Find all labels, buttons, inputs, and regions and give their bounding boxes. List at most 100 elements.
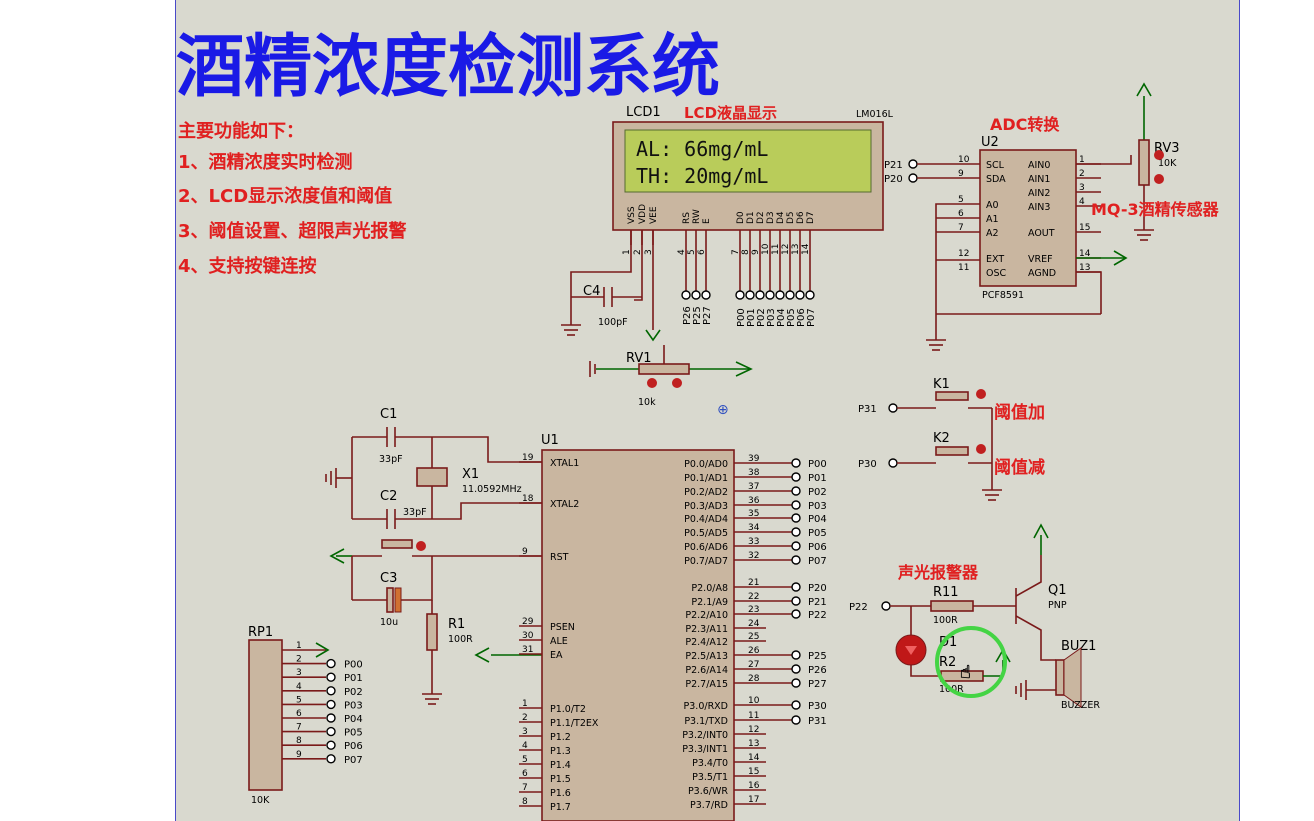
rp1-terminal[interactable] (326, 754, 336, 764)
mcu-net-terminal[interactable] (791, 650, 801, 660)
mcu-pin-number: 11 (748, 711, 759, 721)
lcd-ctrl-terminal[interactable] (681, 290, 691, 300)
mcu-net-label: P05 (808, 528, 827, 539)
lcd-pin-number: 13 (791, 244, 801, 255)
mcu-net-terminal[interactable] (791, 458, 801, 468)
mcu-net-terminal[interactable] (791, 472, 801, 482)
rp1-terminal[interactable] (326, 726, 336, 737)
c3-ref: C3 (380, 571, 397, 586)
lcd-data-terminal[interactable] (735, 290, 745, 300)
mcu-pin-number: 37 (748, 482, 759, 492)
oscillator-circuit[interactable]: C1 33pF C2 33pF X1 11.0592MHz (325, 407, 542, 529)
adc-model: PCF8591 (982, 290, 1024, 301)
page-title: 酒精浓度检测系统 (176, 28, 720, 107)
lcd-pin-label: D7 (806, 211, 816, 224)
mcu-pin-label: P3.2/INT0 (682, 730, 728, 741)
rp1-terminal[interactable] (326, 672, 336, 682)
rp1-terminal[interactable] (326, 740, 336, 750)
rp1-pin-number: 6 (296, 709, 302, 719)
rp1-pin-number: 5 (296, 695, 302, 705)
adc-net-p20: P20 (884, 174, 903, 185)
mcu-net-terminal[interactable] (791, 555, 801, 565)
rv1-potentiometer[interactable]: RV1 10k (589, 345, 753, 408)
mcu-net-terminal[interactable] (791, 609, 801, 619)
adc-note: ADC转换 (990, 115, 1060, 134)
rp1-terminal[interactable] (326, 686, 336, 696)
lcd-ctrl-terminal[interactable] (701, 290, 711, 300)
sensor-note: MQ-3酒精传感器 (1091, 200, 1220, 219)
mcu-net-terminal[interactable] (791, 664, 801, 674)
mcu-pin-label: P3.0/RXD (684, 701, 728, 712)
mcu-pin-number: 19 (522, 453, 534, 463)
r2-ref: R2 (939, 655, 956, 670)
lcd-pin-label: D1 (746, 211, 756, 224)
lcd-data-terminal[interactable] (795, 290, 805, 300)
mcu-pin-label: P1.4 (550, 760, 571, 771)
alarm-note: 声光报警器 (897, 563, 979, 582)
mcu-net-terminal[interactable] (791, 715, 801, 725)
feature-item-2: 2、LCD显示浓度值和阈值 (178, 185, 392, 207)
schematic-canvas[interactable]: 酒精浓度检测系统 主要功能如下： 1、酒精浓度实时检测 2、LCD显示浓度值和阈… (175, 0, 1240, 821)
lcd-data-terminal[interactable] (745, 290, 755, 300)
mcu-net-terminal[interactable] (791, 596, 801, 606)
lcd-pin-label: D5 (786, 211, 796, 224)
adc-pin-number: 4 (1079, 197, 1085, 207)
lcd-data-terminal[interactable] (765, 290, 775, 300)
adc-pin-label: AIN3 (1028, 202, 1050, 213)
lcd-pin-number: 10 (761, 243, 771, 255)
lcd-model: LM016L (856, 109, 894, 120)
rp1-terminal[interactable] (326, 658, 336, 669)
q1-ref: Q1 (1048, 583, 1067, 598)
lcd-data-terminal[interactable] (775, 290, 785, 300)
mcu-pin-number: 31 (522, 645, 533, 655)
lcd-data-terminal[interactable] (785, 290, 795, 300)
adc-pin-label: A2 (986, 228, 999, 239)
button-k2[interactable]: K2 P30 阈值减 (858, 431, 1045, 478)
schematic-drawing: 酒精浓度检测系统 主要功能如下： 1、酒精浓度实时检测 2、LCD显示浓度值和阈… (176, 28, 1220, 821)
adc-pin-label: SCL (986, 160, 1005, 171)
rp1-net: P07 (344, 755, 363, 766)
rp1-value: 10K (251, 795, 270, 806)
mcu-net-terminal[interactable] (791, 582, 801, 592)
mcu-pin-number: 3 (522, 727, 528, 737)
mcu-pin-label: P0.0/AD0 (684, 459, 728, 470)
lcd-pin-label: D6 (796, 211, 806, 224)
reset-circuit[interactable]: C3 10u R1 100R (329, 539, 542, 705)
mcu-net-terminal[interactable] (791, 500, 801, 510)
mq3-sensor-rv3[interactable]: RV3 10K MQ-3酒精传感器 (1091, 82, 1220, 241)
rp1-pin-number: 1 (296, 641, 302, 651)
button-k1[interactable]: K1 P31 阈值加 (858, 377, 1045, 423)
lcd-pin-label: D3 (766, 211, 776, 224)
mcu-net-terminal[interactable] (791, 678, 801, 688)
mcu-net-terminal[interactable] (791, 527, 801, 537)
lcd-ctrl-terminal[interactable] (691, 290, 701, 300)
rp1-net: P05 (344, 728, 363, 739)
left-blank-area (0, 0, 175, 821)
mcu-pin-number: 26 (748, 646, 760, 656)
mcu-net-label: P07 (808, 556, 827, 567)
mcu-net-terminal[interactable] (791, 486, 801, 496)
adc-pin-number: 14 (1079, 249, 1091, 259)
mcu-net-terminal[interactable] (791, 541, 801, 551)
rp1-terminal[interactable] (326, 713, 336, 723)
lcd-data-terminal[interactable] (805, 290, 815, 300)
mcu-net-terminal[interactable] (791, 513, 801, 523)
lcd-module[interactable]: LCD1 LCD液晶显示 LM016L AL: 66mg/mL TH: 20mg… (612, 104, 894, 327)
lcd-pin-number: 1 (622, 249, 632, 255)
mcu-pin-number: 18 (522, 494, 534, 504)
lcd-data-terminal[interactable] (755, 290, 765, 300)
k2-ref: K2 (933, 431, 950, 446)
rp1-pin-number: 7 (296, 723, 302, 733)
mcu-pin-label: P0.5/AD5 (684, 528, 728, 539)
mcu-pin-number: 7 (522, 783, 528, 793)
rp1-terminal[interactable] (326, 699, 336, 710)
mcu-net-terminal[interactable] (791, 700, 801, 710)
mcu-pin-number: 13 (748, 739, 759, 749)
mcu-pin-label: P3.7/RD (690, 800, 728, 811)
mcu-pin-number: 10 (748, 696, 760, 706)
alarm-circuit[interactable]: 声光报警器 P22 R11 100R Q1 PNP D1 R2 100R ☝ B… (849, 523, 1100, 711)
